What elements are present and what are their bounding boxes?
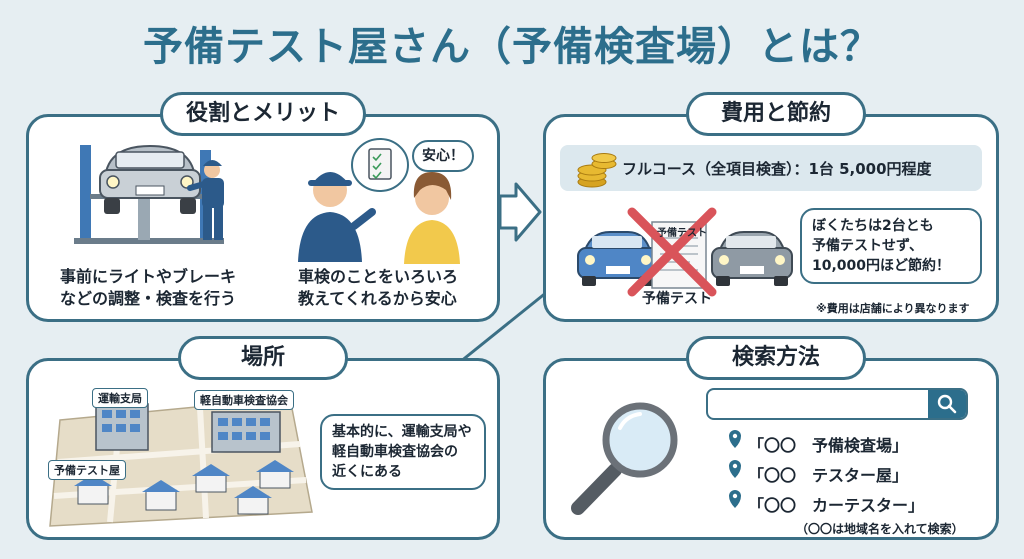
search-box[interactable] bbox=[706, 388, 968, 420]
roles-caption-left: 事前にライトやブレーキ などの調整・検査を行う bbox=[60, 267, 237, 308]
search-button[interactable] bbox=[928, 390, 966, 418]
page-title: 予備テスト屋さん（予備検査場）とは？ bbox=[143, 24, 881, 70]
place-heading: 場所 bbox=[178, 336, 348, 380]
full-course-text: フルコース（全項目検査）：1台 5,000円程度 bbox=[622, 160, 932, 178]
full-course-box bbox=[560, 145, 982, 191]
cross-mark-icon bbox=[627, 207, 717, 297]
cost-note: ※費用は店舗により異なります bbox=[816, 302, 970, 315]
label-transport-office: 運輸支局 bbox=[92, 388, 148, 408]
search-note: （〇〇は地域名を入れて検索） bbox=[796, 522, 964, 536]
search-icon bbox=[937, 394, 957, 414]
keyword-3: 「〇〇 カーテスター」 bbox=[748, 496, 925, 515]
pin-icon bbox=[729, 490, 741, 508]
place-bubble: 基本的に、運輸支局や 軽自動車検査協会の 近くにある bbox=[320, 414, 486, 490]
roles-caption-right: 車検のことをいろいろ 教えてくれるから安心 bbox=[298, 267, 459, 308]
saving-bubble: ぼくたちは2台とも 予備テストせず、 10,000円ほど節約！ bbox=[800, 208, 982, 284]
relief-speech: 安心！ bbox=[412, 140, 474, 172]
doc-label-top: 予備テスト bbox=[657, 228, 707, 239]
search-heading: 検索方法 bbox=[686, 336, 866, 380]
pin-icon bbox=[729, 460, 741, 478]
label-yobi-test-shop: 予備テスト屋 bbox=[48, 460, 126, 480]
roles-heading: 役割とメリット bbox=[160, 92, 366, 136]
keyword-1: 「〇〇 予備検査場」 bbox=[748, 436, 909, 455]
cost-heading: 費用と節約 bbox=[686, 92, 866, 136]
keyword-2: 「〇〇 テスター屋」 bbox=[748, 466, 909, 485]
pin-icon bbox=[729, 430, 741, 448]
label-kei-association: 軽自動車検査協会 bbox=[194, 390, 294, 410]
doc-label-bottom: 予備テスト bbox=[642, 291, 712, 307]
